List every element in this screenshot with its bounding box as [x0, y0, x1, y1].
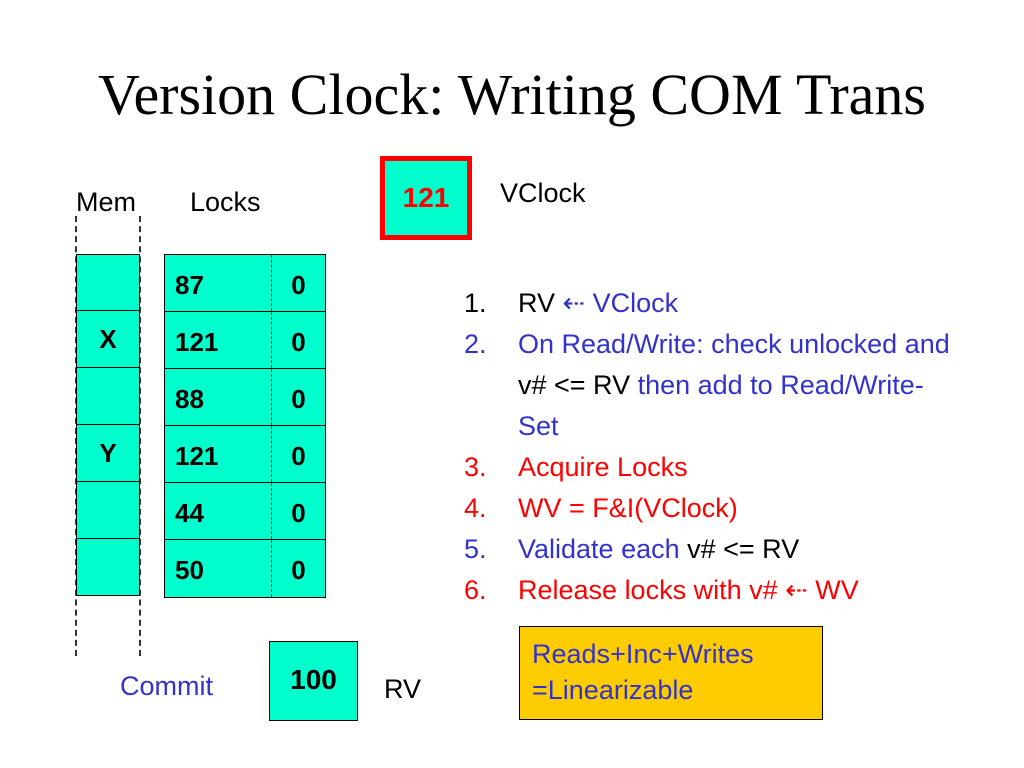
- lock-version: 87: [165, 255, 272, 311]
- lock-bit: 0: [291, 555, 306, 585]
- vclock-value: 121: [402, 182, 450, 213]
- step-number: 5.: [464, 534, 487, 564]
- step-number: 2.: [464, 329, 487, 359]
- step-item: 2. On Read/Write: check unlocked and v# <…: [464, 324, 984, 447]
- lock-bit: 0: [291, 441, 306, 471]
- linearizable-note: Reads+Inc+Writes =Linearizable: [519, 626, 823, 720]
- step-item: 1. RV ⇠ VClock: [464, 283, 984, 324]
- lock-row: 121 0: [165, 426, 325, 483]
- memory-cell: [76, 539, 140, 596]
- memory-cell-y: Y: [76, 425, 140, 482]
- step-text-part: v# <= RV: [687, 534, 800, 564]
- algorithm-steps: 1. RV ⇠ VClock 2. On Read/Write: check unlo…: [464, 283, 984, 611]
- mem-right-dashed-line: [139, 216, 141, 656]
- step-number: 6.: [464, 575, 487, 605]
- step-item: 5. Validate each v# <= RV: [464, 529, 984, 570]
- lock-bit: 0: [291, 270, 306, 300]
- step-item: 3. Acquire Locks: [464, 447, 984, 488]
- step-number: 1.: [464, 288, 487, 318]
- step-item: 4. WV = F&I(VClock): [464, 488, 984, 529]
- memory-cell: [76, 254, 140, 311]
- rv-value: 100: [290, 664, 337, 695]
- lock-version: 121: [165, 426, 272, 482]
- memory-cell: [76, 482, 140, 539]
- lock-table: 87 0 121 0 88 0 121 0 44 0 50 0: [164, 254, 326, 598]
- vclock-label: VClock: [500, 178, 586, 208]
- step-item: 6. Release locks with v# ⇠ WV: [464, 570, 984, 611]
- mem-label: Mem: [76, 187, 136, 217]
- lock-row: 44 0: [165, 483, 325, 540]
- locks-label: Locks: [190, 187, 261, 217]
- lock-bit: 0: [291, 327, 306, 357]
- note-line-2: =Linearizable: [532, 675, 694, 705]
- rv-box: 100: [269, 641, 358, 721]
- step-text-part: ⇠ VClock: [562, 288, 679, 318]
- step-text-part: v# <= RV: [518, 370, 638, 400]
- lock-bit: 0: [291, 384, 306, 414]
- step-text: On Read/Write: check unlocked and v# <= …: [518, 324, 958, 447]
- lock-row: 121 0: [165, 312, 325, 369]
- memory-column: X Y: [76, 254, 140, 596]
- step-text-part: Validate each: [518, 534, 688, 564]
- lock-row: 50 0: [165, 540, 325, 597]
- step-text: Release locks with v# ⇠ WV: [518, 570, 958, 611]
- lock-bit: 0: [291, 498, 306, 528]
- commit-label: Commit: [120, 671, 213, 701]
- lock-version: 121: [165, 312, 272, 368]
- lock-row: 87 0: [165, 255, 325, 312]
- step-number: 3.: [464, 452, 487, 482]
- lock-version: 88: [165, 369, 272, 425]
- slide-title: Version Clock: Writing COM Trans: [97, 62, 926, 127]
- step-text: Acquire Locks: [518, 447, 958, 488]
- step-number: 4.: [464, 493, 487, 523]
- step-text-part: WV = F&I(VClock): [518, 493, 738, 523]
- lock-row: 88 0: [165, 369, 325, 426]
- step-text: WV = F&I(VClock): [518, 488, 958, 529]
- step-text-part: RV: [518, 288, 563, 318]
- lock-version: 44: [165, 483, 272, 539]
- step-text-part: On Read/Write: check unlocked and: [518, 329, 950, 359]
- vclock-box: 121: [380, 156, 472, 240]
- note-line-1: Reads+Inc+Writes: [532, 639, 754, 669]
- step-text-part: then add to Read/Write-Set: [518, 370, 924, 441]
- step-text: RV ⇠ VClock: [518, 283, 958, 324]
- lock-version: 50: [165, 540, 272, 597]
- memory-cell: [76, 368, 140, 425]
- rv-label: RV: [384, 674, 422, 704]
- step-text: Validate each v# <= RV: [518, 529, 958, 570]
- memory-cell-x: X: [76, 311, 140, 368]
- step-text-part: Release locks with v# ⇠ WV: [518, 575, 859, 605]
- step-text-part: Acquire Locks: [518, 452, 688, 482]
